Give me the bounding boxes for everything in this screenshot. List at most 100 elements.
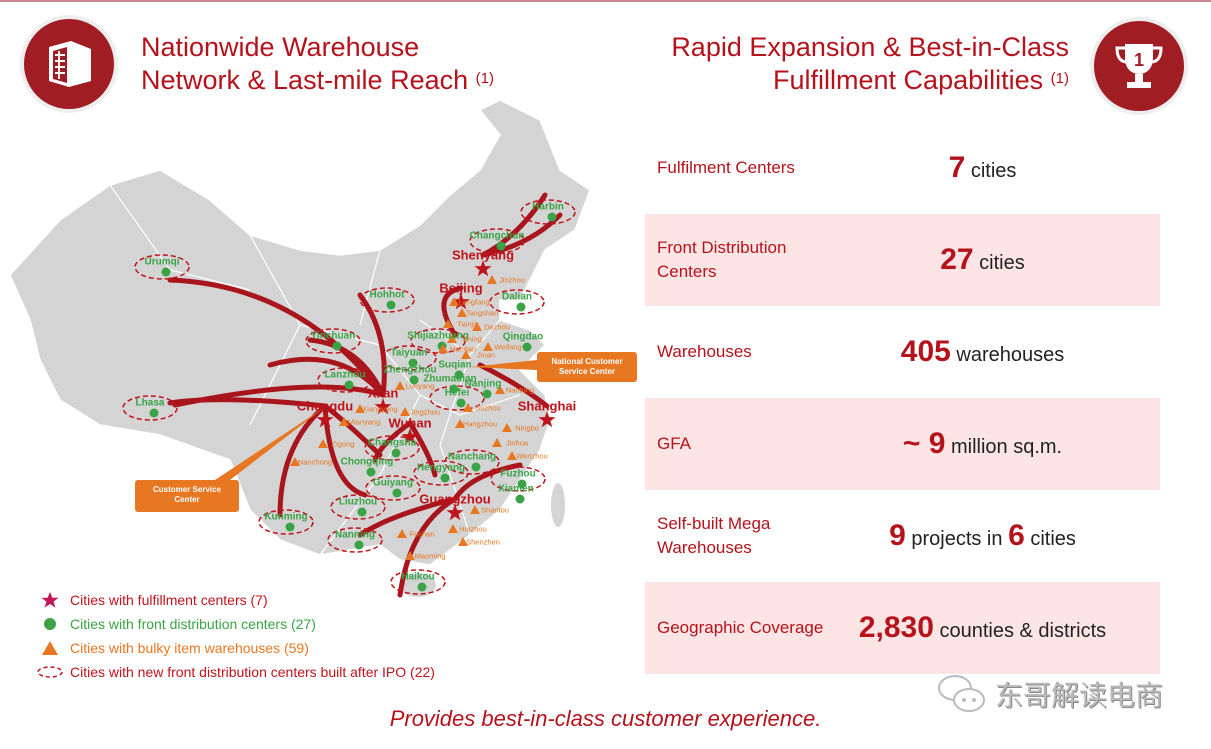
bulky-warehouse-marker — [355, 404, 365, 413]
arrow — [397, 496, 458, 598]
front-dc-marker — [149, 408, 159, 418]
city-label: Tangshan — [465, 308, 499, 318]
front-dc-marker — [417, 582, 427, 592]
bulky-warehouse-marker — [495, 385, 505, 394]
city-label: Shenyang — [451, 247, 515, 263]
front-dc-marker — [456, 398, 466, 408]
new-dc-ellipse — [330, 494, 386, 520]
map-legend: Cities with fulfillment centers (7) Citi… — [30, 588, 435, 684]
front-dc-marker — [547, 212, 557, 222]
city-label: Nanning — [335, 529, 375, 541]
bulky-warehouse-marker — [507, 451, 517, 460]
city-label: Guiyang — [372, 477, 414, 489]
front-dc-marker — [392, 488, 402, 498]
city-markers — [149, 212, 557, 592]
right-title-line1: Rapid Expansion & Best-in-Class — [671, 32, 1069, 62]
bulky-warehouse-marker — [492, 438, 502, 447]
front-dc-marker — [357, 507, 367, 517]
new-dc-ellipse — [317, 367, 373, 393]
watermark: 东哥解读电商 — [935, 672, 1163, 716]
front-dc-marker — [482, 389, 492, 399]
stat-label: Front Distribution Centers — [657, 238, 787, 281]
city-label: Zhengzhou — [383, 364, 437, 376]
bulky-warehouse-marker — [449, 297, 459, 306]
bulky-warehouse-marker — [463, 403, 473, 412]
stat-value-group: ~ 9 million sq.m. — [825, 427, 1160, 461]
front-dc-marker — [285, 522, 295, 532]
front-dc-marker — [517, 479, 527, 489]
callout-pointer — [470, 360, 537, 370]
city-label: Dezhou — [484, 322, 510, 332]
front-dc-marker — [391, 448, 401, 458]
city-label: Zigong — [331, 439, 355, 449]
city-label: Handan — [449, 344, 477, 354]
new-dc-ellipse — [365, 475, 421, 501]
new-dc-ellipse — [258, 509, 314, 535]
city-label: Maoming — [414, 551, 446, 561]
front-dc-marker — [454, 370, 464, 380]
bulky-warehouse-marker — [397, 529, 407, 538]
stat-value: 6 — [1008, 519, 1025, 552]
city-label: Xiamen — [498, 483, 534, 495]
new-dc-ellipse — [381, 345, 437, 371]
arrow — [357, 496, 458, 538]
front-dc-marker — [516, 302, 526, 312]
city-label: Kunming — [264, 511, 308, 523]
legend-item-fulfillment: Cities with fulfillment centers (7) — [30, 588, 435, 612]
new-dc-ellipse — [490, 466, 546, 492]
city-label: Mianyang — [347, 417, 381, 427]
city-label: Guangzhou — [419, 491, 491, 507]
new-dc-ellipse — [327, 527, 383, 553]
new-dc-ellipses — [122, 199, 576, 595]
new-dc-ellipse — [413, 460, 469, 486]
new-dc-ellipse — [305, 328, 361, 354]
city-label: Beijing — [439, 280, 483, 296]
legend-item-bulky: Cities with bulky item warehouses (59) — [30, 636, 435, 660]
stat-label: GFA — [657, 434, 692, 453]
arrow — [372, 420, 413, 463]
stat-unit: counties & districts — [939, 620, 1107, 642]
city-label: Huizhou — [459, 524, 487, 534]
stat-label: Fulfilment Centers — [657, 158, 795, 177]
distribution-arrows — [167, 192, 563, 598]
city-label: Harbin — [532, 201, 564, 213]
arrow — [307, 337, 386, 398]
city-label: Nanchong — [297, 457, 333, 467]
stat-row: GFA ~ 9 million sq.m. — [645, 398, 1160, 490]
svg-text:1: 1 — [1134, 50, 1144, 70]
city-label: Hangzhou — [462, 419, 498, 429]
bulky-warehouse-marker — [457, 308, 467, 317]
footnote-marker: (1) — [475, 70, 494, 87]
new-dc-ellipse — [410, 328, 466, 354]
city-label: Shanghai — [517, 398, 577, 414]
fulfillment-star-marker — [452, 293, 470, 310]
fulfillment-star-marker — [374, 398, 392, 415]
new-dc-ellipse — [520, 199, 576, 225]
city-label: Jinan — [477, 350, 495, 360]
city-label: Fuzhou — [500, 468, 536, 480]
bulky-warehouse-marker — [447, 334, 457, 343]
bulky-warehouse-marker — [290, 457, 300, 466]
city-label: Tianjin — [457, 319, 479, 329]
new-dc-ellipse — [359, 287, 415, 313]
new-dc-ellipse — [134, 254, 190, 280]
wechat-icon — [938, 675, 985, 712]
taiwan-island — [551, 483, 565, 527]
new-dc-ellipse — [469, 228, 525, 254]
arrow — [452, 462, 523, 502]
warehouse-badge — [20, 15, 118, 113]
stat-unit: warehouses — [956, 344, 1065, 366]
bulky-warehouse-marker — [448, 524, 458, 533]
city-label: Zhumadian — [423, 373, 477, 385]
city-label: Ningbo — [515, 423, 539, 433]
bulky-warehouse-marker — [487, 275, 497, 284]
front-dc-marker — [408, 358, 418, 368]
legend-item-front-dc: Cities with front distribution centers (… — [30, 612, 435, 636]
city-label: Jinhua — [505, 438, 529, 448]
city-label: Shenzhen — [466, 537, 500, 547]
stat-label: Warehouses — [657, 342, 752, 361]
